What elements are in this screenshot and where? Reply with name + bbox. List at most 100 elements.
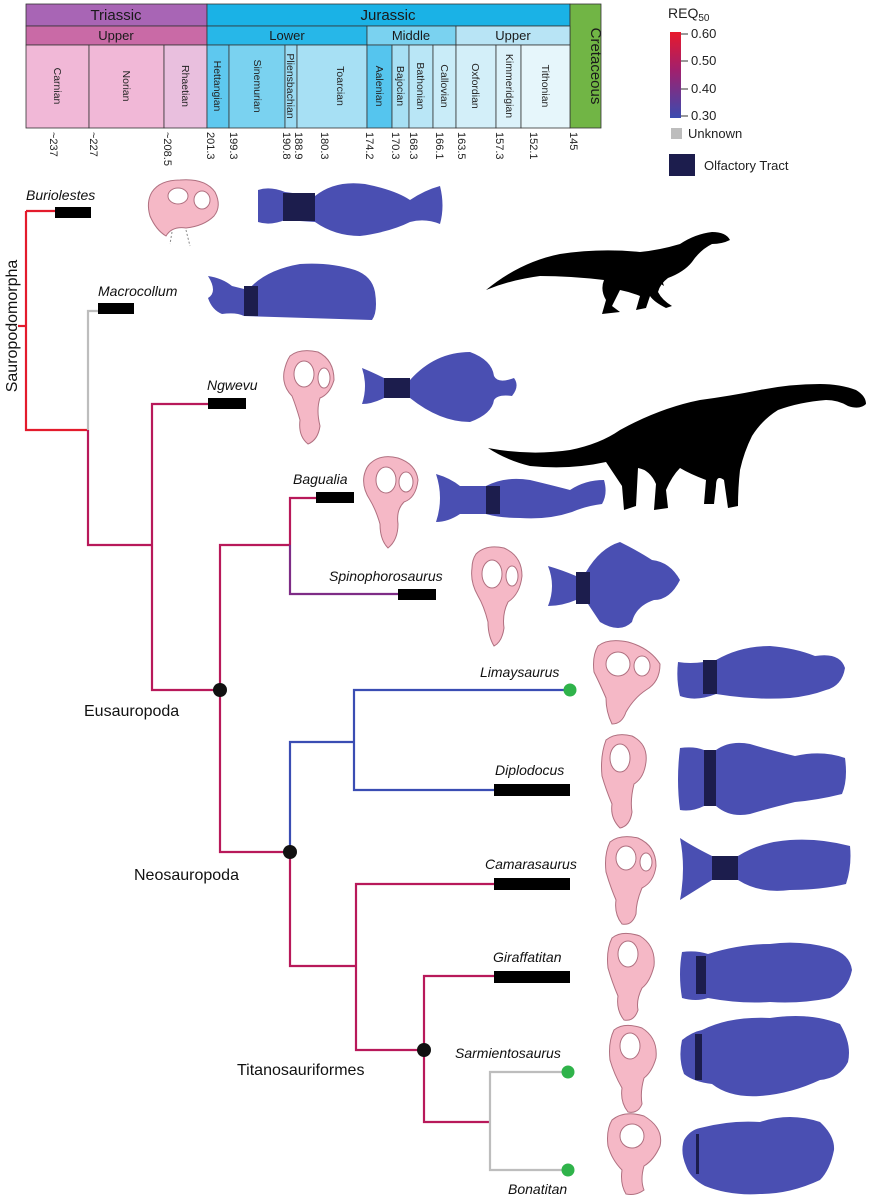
braincase-camarasaurus <box>605 836 657 925</box>
stage-carnian <box>25 44 90 129</box>
range-bar-camarasaurus <box>494 878 570 890</box>
branch-ngwevu <box>150 402 210 545</box>
range-bars <box>55 207 570 983</box>
range-bar-diplodocus <box>494 784 570 796</box>
colorbar-tick-label: 0.40 <box>691 81 716 96</box>
braincases <box>147 179 662 1195</box>
legend-title: REQ50 <box>668 5 710 24</box>
stage-norian <box>88 44 165 129</box>
endocast-macrocollum <box>208 263 376 320</box>
stage-bathonian <box>408 44 434 129</box>
endocast-bonatitan <box>682 1117 835 1195</box>
endocasts <box>208 183 852 1195</box>
age-label: 180.3 <box>318 132 330 160</box>
branch-macronaria <box>288 852 356 968</box>
taxon-label-camarasaurus: Camarasaurus <box>485 856 577 872</box>
legend-title-main: REQ <box>668 5 698 21</box>
branch-camarasaurus <box>354 882 496 966</box>
braincase-giraffatitan <box>607 932 655 1021</box>
branch-limaysaurus <box>352 688 570 742</box>
colorbar-tick-label: 0.60 <box>691 26 716 41</box>
taxon-labels: Buriolestes Macrocollum Ngwevu Bagualia … <box>26 187 577 1197</box>
range-bar-ngwevu <box>208 398 246 409</box>
taxon-label-bagualia: Bagualia <box>293 471 348 487</box>
age-label: 168.3 <box>407 132 419 160</box>
epoch-label-upper-jurassic: Upper <box>495 28 531 43</box>
branch-titanosauriformes <box>354 966 424 1052</box>
branch-bagualia <box>288 496 318 545</box>
stage-aalenian <box>366 44 393 129</box>
age-label: 152.1 <box>527 132 539 160</box>
epoch-label-lower-jurassic: Lower <box>269 28 305 43</box>
taxon-label-macrocollum: Macrocollum <box>98 283 178 299</box>
stage-label-norian: Norian <box>120 71 132 102</box>
braincase-bagualia <box>363 456 419 549</box>
stage-toarcian <box>296 44 368 129</box>
legend-olfactory-swatch <box>669 154 695 176</box>
taxon-label-giraffatitan: Giraffatitan <box>493 949 562 965</box>
stage-label-rhaetian: Rhaetian <box>179 65 191 107</box>
legend-unknown-label: Unknown <box>688 126 742 141</box>
silhouettes <box>486 232 866 510</box>
branch-eusauropoda-up <box>218 543 290 690</box>
branch-bonatitan <box>488 1122 568 1172</box>
endocast-spinophorosaurus <box>548 542 680 628</box>
silhouette-small-sauropodomorph <box>486 232 730 314</box>
branch-node-b <box>150 545 220 692</box>
branch-macrocollum <box>86 309 100 430</box>
legend-olfactory-label: Olfactory Tract <box>704 158 789 173</box>
stage-label-hettangian: Hettangian <box>211 61 223 112</box>
age-label: 166.1 <box>433 132 445 160</box>
age-label: 170.3 <box>389 132 401 160</box>
braincase-buriolestes <box>147 179 219 247</box>
age-label: ~237 <box>47 132 59 157</box>
clade-label-titanosauriformes: Titanosauriformes <box>237 1062 364 1079</box>
endocast-camarasaurus <box>680 838 851 900</box>
epoch-label-middle-jurassic: Middle <box>392 28 430 43</box>
endocast-sarmientosaurus <box>680 1016 849 1097</box>
age-label: ~227 <box>87 132 99 157</box>
stage-sinemurian <box>228 44 286 129</box>
braincase-limaysaurus <box>593 640 661 725</box>
endocast-limaysaurus <box>677 646 845 699</box>
stage-label-callovian: Callovian <box>438 64 450 107</box>
stage-tithonian <box>520 44 571 129</box>
range-bar-macrocollum <box>98 303 134 314</box>
braincase-ngwevu <box>283 350 335 445</box>
stage-label-sinemurian: Sinemurian <box>251 59 263 112</box>
branch-root <box>24 211 88 432</box>
epoch-label-upper-triassic: Upper <box>98 28 134 43</box>
period-label-jurassic: Jurassic <box>360 7 416 24</box>
branch-eusauropoda-down <box>218 690 290 854</box>
endocast-bagualia <box>436 474 606 522</box>
branch-diplodocoidea <box>288 740 354 852</box>
node-neosauropoda <box>283 845 297 859</box>
age-label: 199.3 <box>227 132 239 160</box>
stage-label-bathonian: Bathonian <box>414 62 426 109</box>
taxon-label-limaysaurus: Limaysaurus <box>480 664 559 680</box>
age-label: 190.8 <box>280 132 292 160</box>
age-label: 163.5 <box>455 132 467 160</box>
stage-oxfordian <box>455 44 497 129</box>
stage-label-pliensbachian: Pliensbachian <box>284 53 296 119</box>
branch-titanosaurs <box>422 1050 490 1124</box>
stage-label-kimmeridgian: Kimmeridgian <box>503 54 515 118</box>
taxon-label-bonatitan: Bonatitan <box>508 1181 567 1197</box>
colorbar-tick-label: 0.30 <box>691 108 716 123</box>
stage-label-carnian: Carnian <box>51 68 63 105</box>
endocast-buriolestes <box>258 183 443 236</box>
tip-limaysaurus <box>563 683 577 697</box>
stage-label-bajocian: Bajocian <box>394 66 406 106</box>
period-label-triassic: Triassic <box>90 7 142 24</box>
branch-diplodocus <box>352 742 496 792</box>
stage-label-tithonian: Tithonian <box>539 65 551 108</box>
age-label: 201.3 <box>204 132 216 160</box>
branch-giraffatitan <box>422 974 496 1050</box>
endocast-ngwevu <box>362 352 517 422</box>
stage-label-oxfordian: Oxfordian <box>469 63 481 109</box>
phylogenetic-tree <box>18 209 570 1172</box>
stage-label-toarcian: Toarcian <box>334 66 346 106</box>
taxon-label-diplodocus: Diplodocus <box>495 762 564 778</box>
branch-node-a <box>86 430 152 547</box>
